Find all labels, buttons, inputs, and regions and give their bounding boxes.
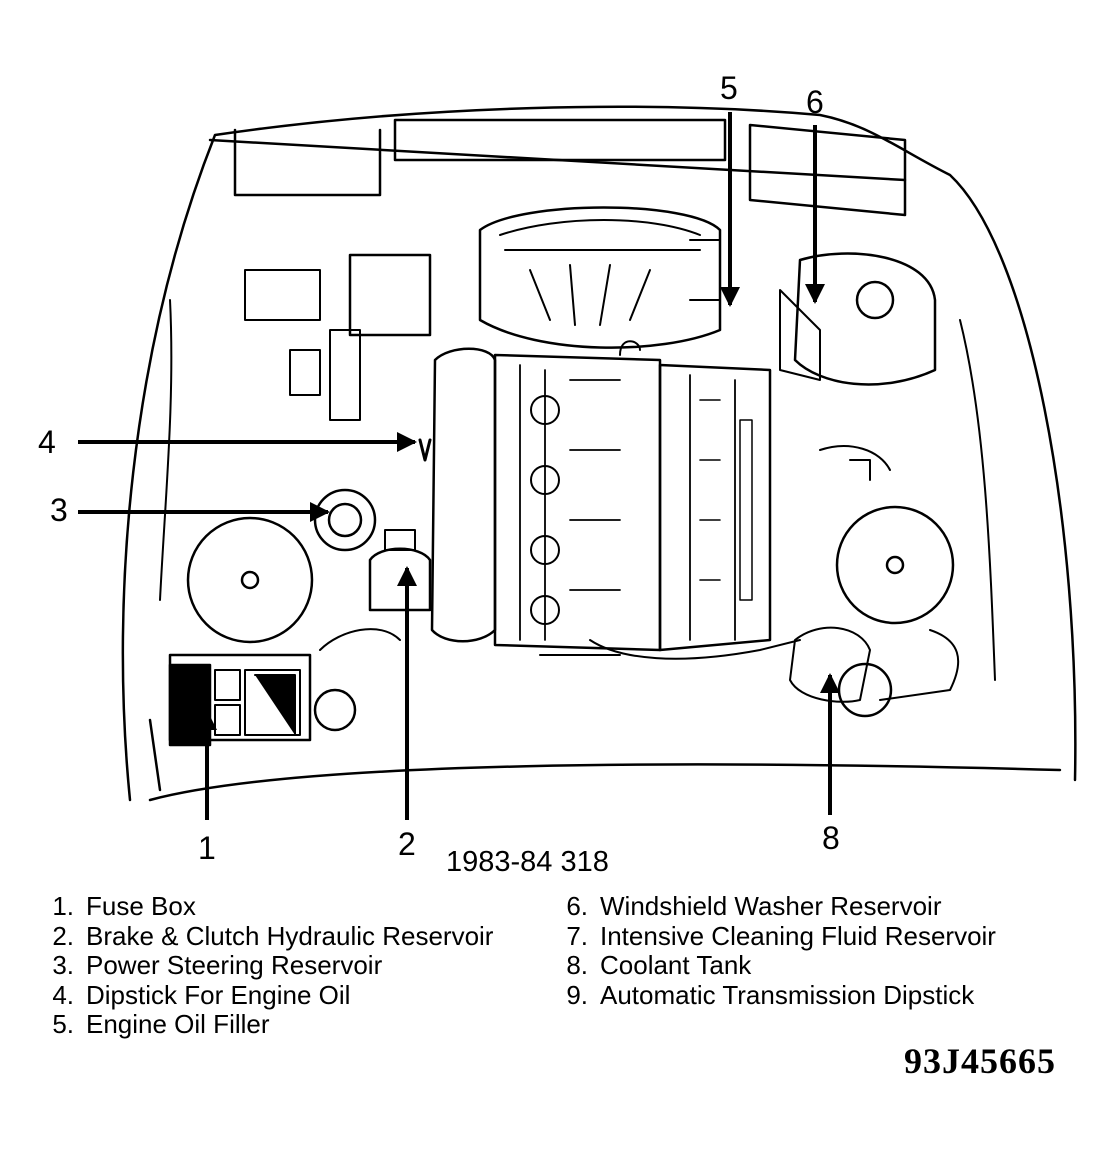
legend-item-4: 4. Dipstick For Engine Oil	[34, 979, 493, 1011]
legend-num: 4.	[52, 979, 74, 1010]
right-strut-tower	[835, 505, 955, 625]
legend-text: Windshield Washer Reservoir	[600, 891, 942, 921]
legend-text: Automatic Transmission Dipstick	[600, 979, 975, 1010]
callout-2: 2	[398, 826, 416, 862]
left-strut-tower	[186, 516, 314, 644]
dipstick	[418, 438, 432, 462]
legend-item-7: 7. Intensive Cleaning Fluid Reservoir	[548, 920, 996, 952]
legend-text: Brake & Clutch Hydraulic Reservoir	[86, 920, 494, 951]
legend-item-3: 3. Power Steering Reservoir	[34, 950, 493, 981]
legend-item-9: 9. Automatic Transmission Dipstick	[548, 979, 996, 1011]
callout-3: 3	[50, 492, 68, 528]
brake-reservoir	[368, 547, 432, 612]
callout-4: 4	[38, 424, 56, 460]
legend-num: 6.	[566, 891, 588, 921]
legend-text: Coolant Tank	[600, 950, 752, 980]
callout-8: 8	[822, 820, 840, 856]
legend-right: 6. Windshield Washer Reservoir 7. Intensiv…	[548, 891, 996, 1011]
body-outline	[121, 105, 1077, 802]
legend-num: 8.	[566, 950, 588, 980]
legend-num: 2.	[52, 920, 74, 951]
legend-item-2: 2. Brake & Clutch Hydraulic Reservoir	[34, 920, 494, 952]
washer-reservoir	[793, 252, 937, 386]
power-steering-reservoir	[313, 488, 377, 552]
legend-item-1: 1. Fuse Box	[34, 891, 493, 922]
legend-text: Engine Oil Filler	[86, 1009, 270, 1039]
legend-item-5: 5. Engine Oil Filler	[34, 1009, 493, 1040]
callout-6: 6	[806, 84, 824, 120]
figure-code: 93J45665	[904, 1041, 1056, 1081]
legend-text: Dipstick For Engine Oil	[86, 979, 351, 1010]
legend-num: 3.	[52, 950, 74, 980]
legend-text: Fuse Box	[86, 891, 196, 921]
legend-left: 1. Fuse Box 2. Brake & Clutch Hydraulic Re…	[34, 891, 494, 1040]
legend-item-8: 8. Coolant Tank	[548, 950, 996, 981]
callout-1: 1	[198, 830, 216, 866]
legend-item-6: 6. Windshield Washer Reservoir	[548, 891, 996, 922]
legend-num: 5.	[52, 1009, 74, 1039]
legend-num: 1.	[52, 891, 74, 921]
legend-text: Intensive Cleaning Fluid Reservoir	[600, 920, 996, 951]
intake-plenum	[430, 347, 497, 643]
legend-text: Power Steering Reservoir	[86, 950, 383, 980]
legend-num: 9.	[566, 979, 588, 1010]
callout-5: 5	[720, 70, 738, 106]
legend-num: 7.	[566, 920, 588, 951]
model-caption: 1983-84 318	[446, 846, 609, 878]
